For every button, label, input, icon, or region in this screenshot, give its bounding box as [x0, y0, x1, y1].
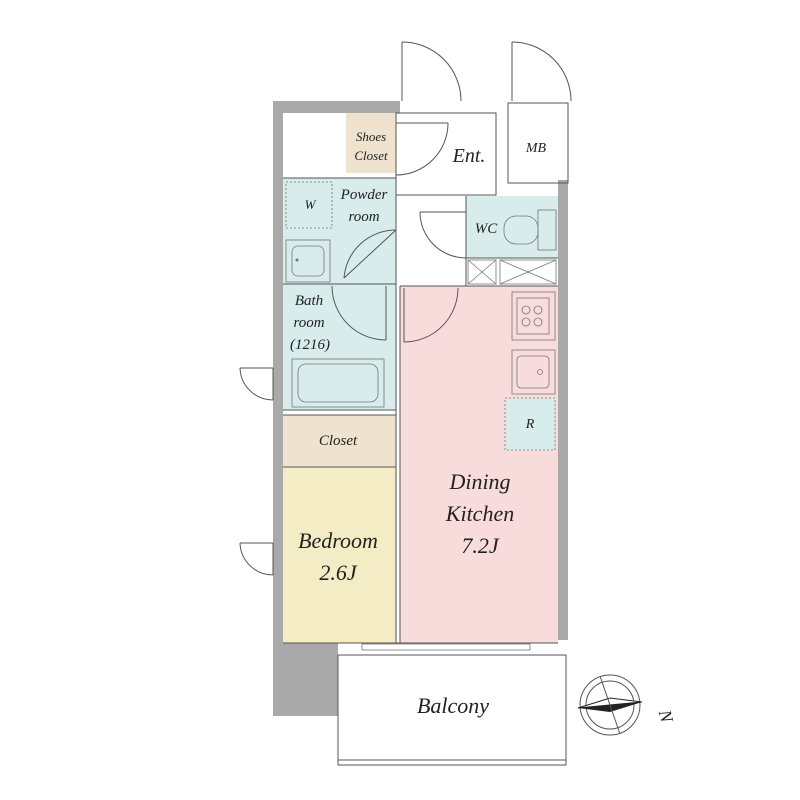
- dining-kitchen-label-1: Dining: [448, 469, 510, 494]
- powder-room-door[interactable]: [343, 229, 397, 279]
- powder-room-label-2: room: [348, 209, 379, 225]
- balcony-rail: [337, 759, 567, 766]
- closet-label: Closet: [319, 433, 358, 449]
- refrigerator-outline: [504, 397, 556, 451]
- dining-kitchen-size-label: 7.2J: [461, 533, 500, 558]
- bedroom-label: Bedroom: [298, 528, 378, 553]
- southwest-wall-block: [273, 640, 338, 716]
- storage-box-2: [499, 259, 557, 285]
- washer-label: W: [305, 197, 317, 212]
- compass: [577, 674, 643, 736]
- storage-box-1: [467, 259, 497, 285]
- stove: [511, 291, 556, 341]
- dining-kitchen: [400, 286, 558, 643]
- east-wall: [558, 180, 568, 640]
- meter-box-label: MB: [525, 141, 547, 156]
- shoes-closet-label-2: Closet: [354, 148, 388, 163]
- north-wall: [273, 101, 400, 113]
- refrigerator-space: [505, 398, 555, 450]
- west-window-lower[interactable]: [239, 542, 274, 576]
- dining-kitchen-label-2: Kitchen: [445, 501, 514, 526]
- bathroom-label-2: room: [293, 315, 324, 331]
- refrigerator-label: R: [525, 417, 535, 432]
- entrance-label: Ent.: [452, 145, 486, 167]
- balcony-window[interactable]: [361, 643, 531, 651]
- shoes-closet-label-1: Shoes: [356, 129, 386, 144]
- wc-label: WC: [475, 221, 498, 237]
- closet: [283, 415, 396, 467]
- entrance-door[interactable]: [401, 41, 462, 102]
- bathroom-door[interactable]: [331, 285, 387, 341]
- bathtub: [291, 358, 385, 408]
- bathroom-label-3: (1216): [290, 337, 330, 353]
- meter-box-door[interactable]: [511, 41, 572, 102]
- wc-door[interactable]: [419, 211, 467, 259]
- toilet: [503, 209, 557, 251]
- wc-room: [466, 196, 558, 258]
- north-label: N: [655, 707, 678, 726]
- dining-kitchen-door[interactable]: [403, 287, 459, 343]
- bedroom: [283, 467, 396, 643]
- west-window-upper[interactable]: [239, 367, 274, 401]
- kitchen-sink: [511, 349, 556, 395]
- bedroom-size-label: 2.6J: [319, 560, 358, 585]
- entrance-inner-door[interactable]: [395, 122, 449, 176]
- bathroom-label-1: Bath: [295, 293, 323, 309]
- meter-box-room: [507, 102, 569, 184]
- bathroom: [283, 284, 396, 410]
- west-wall: [273, 101, 283, 716]
- washer-space: [285, 181, 333, 229]
- shoes-closet: [346, 113, 396, 173]
- washbasin: [285, 239, 331, 283]
- powder-room-label-1: Powder: [340, 187, 388, 203]
- top-left-corner-area: [283, 113, 346, 178]
- powder-room: [283, 178, 396, 284]
- balcony-label: Balcony: [417, 693, 489, 718]
